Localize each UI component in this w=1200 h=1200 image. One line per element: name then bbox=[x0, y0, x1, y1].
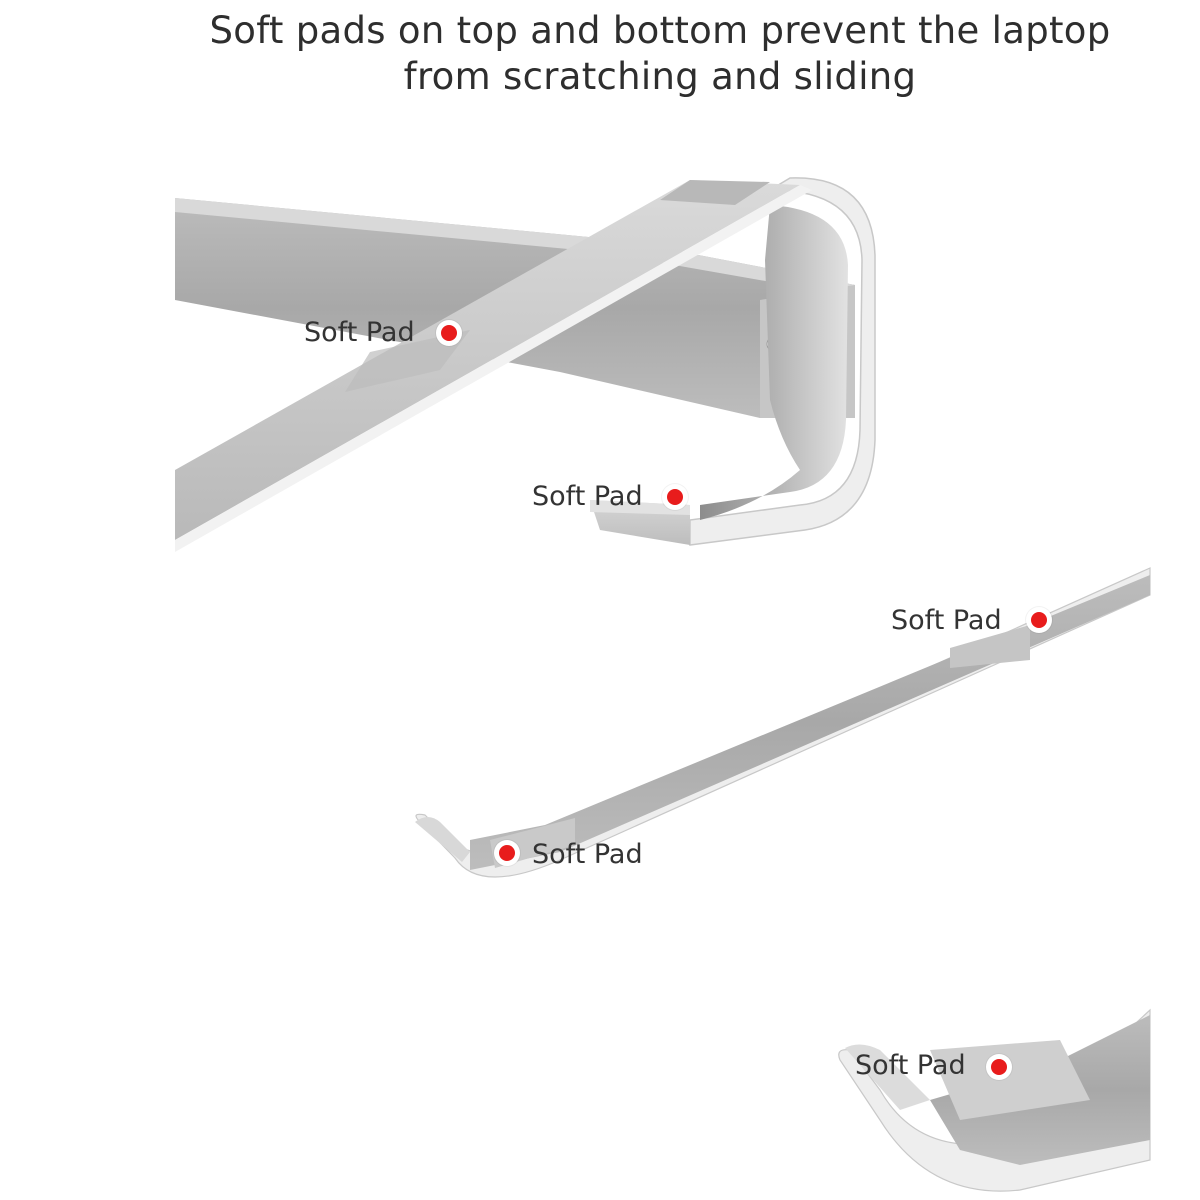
callout-label-top-arm: Soft Pad bbox=[304, 317, 415, 348]
callout-label-middle-hook: Soft Pad bbox=[532, 839, 643, 870]
bend-inner bbox=[700, 205, 848, 520]
lower-bar-pad bbox=[930, 1040, 1090, 1120]
top-arm-edge bbox=[175, 185, 812, 552]
heading-line-2: from scratching and sliding bbox=[403, 55, 917, 98]
heading: Soft pads on top and bottom prevent the … bbox=[0, 8, 1200, 100]
bend-outer bbox=[689, 177, 876, 546]
top-arm-pad-lower bbox=[345, 330, 470, 392]
marker-dot bbox=[436, 320, 462, 346]
lower-bar-hook bbox=[845, 1044, 930, 1110]
middle-bar-hook bbox=[415, 817, 470, 862]
upper-stand bbox=[175, 177, 876, 552]
callout-label-middle-top: Soft Pad bbox=[891, 605, 1002, 636]
marker-dot bbox=[986, 1054, 1012, 1080]
callout-label-bottom-foot: Soft Pad bbox=[532, 481, 643, 512]
heading-line-1: Soft pads on top and bottom prevent the … bbox=[209, 9, 1111, 52]
lower-bar bbox=[838, 1008, 1151, 1192]
callout-label-lower-hook: Soft Pad bbox=[855, 1050, 966, 1081]
top-arm-pad bbox=[660, 180, 770, 205]
middle-bar-top-pad bbox=[950, 625, 1030, 668]
marker-dot bbox=[494, 840, 520, 866]
marker-dot bbox=[1026, 607, 1052, 633]
marker-dot bbox=[662, 484, 688, 510]
back-bar-top-edge bbox=[175, 198, 855, 295]
top-arm bbox=[175, 180, 800, 540]
